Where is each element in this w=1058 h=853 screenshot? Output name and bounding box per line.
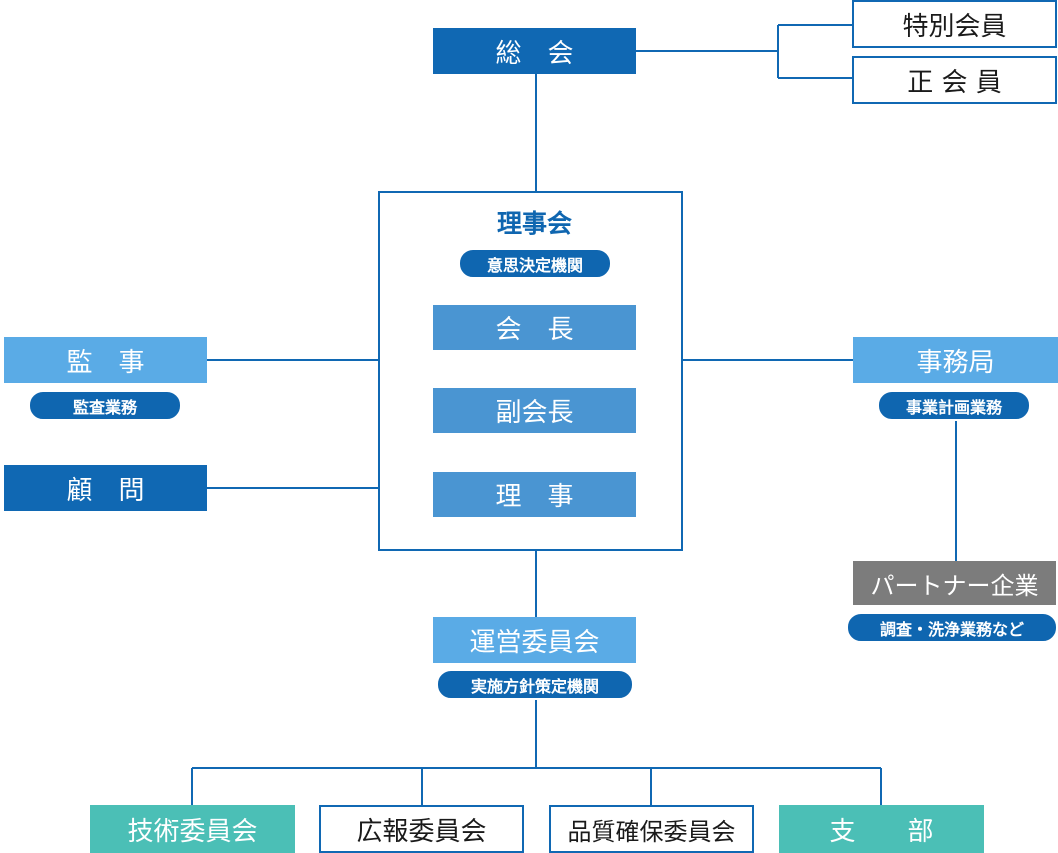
regular-member-box: 正 会 員: [852, 56, 1057, 104]
advisor-box: 顧 問: [4, 465, 207, 511]
quality-committee-box: 品質確保委員会: [549, 805, 754, 853]
secretariat-box: 事務局: [853, 337, 1058, 383]
director-box: 理 事: [433, 472, 636, 517]
branch-box: 支 部: [779, 805, 984, 853]
general-meeting-box: 総 会: [433, 28, 636, 74]
special-member-box: 特別会員: [852, 0, 1057, 48]
steering-badge: 実施方針策定機関: [436, 669, 634, 700]
secretariat-badge: 事業計画業務: [877, 390, 1031, 421]
tech-committee-box: 技術委員会: [90, 805, 295, 853]
pr-committee-box: 広報委員会: [319, 805, 524, 853]
auditor-badge: 監査業務: [28, 390, 182, 421]
auditor-box: 監 事: [4, 337, 207, 383]
steering-committee-box: 運営委員会: [433, 617, 636, 663]
partner-badge: 調査・洗浄業務など: [846, 612, 1058, 643]
chairman-box: 会 長: [433, 305, 636, 350]
partner-companies-box: パートナー企業: [853, 561, 1056, 605]
board-role-badge: 意思決定機関: [458, 248, 612, 279]
vice-chairman-box: 副会長: [433, 388, 636, 433]
board-title: 理事会: [496, 209, 572, 238]
